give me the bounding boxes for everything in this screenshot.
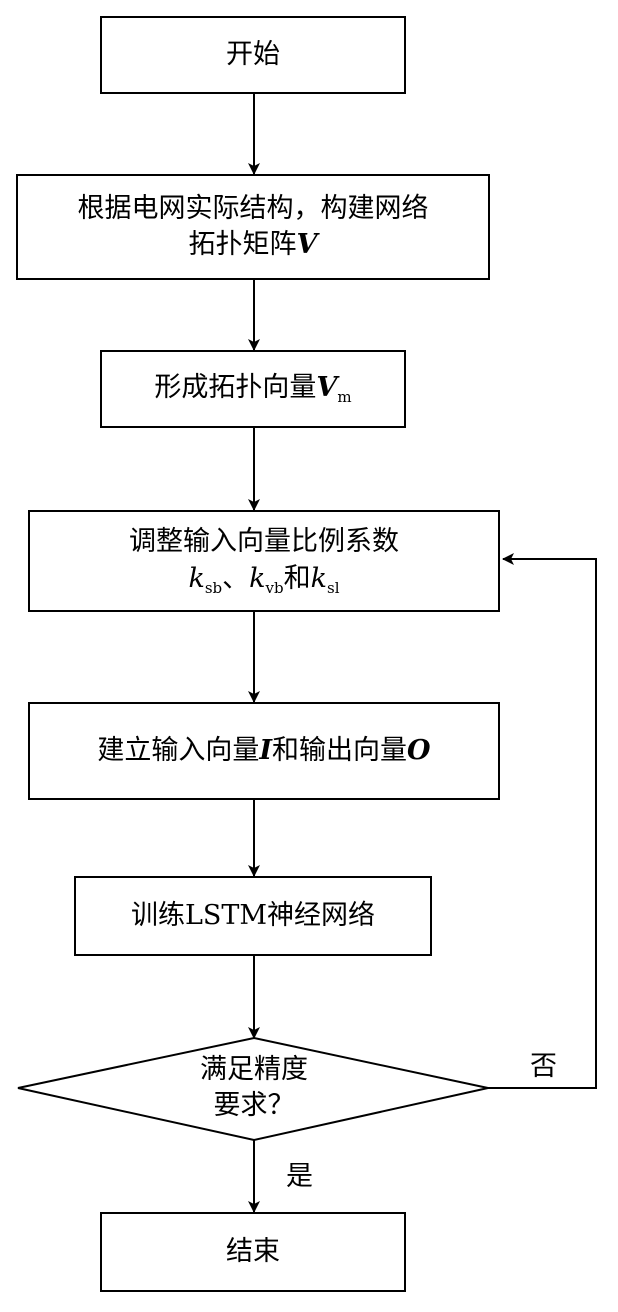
k-sb-symbol: k <box>188 562 205 594</box>
build-io-prefix: 建立输入向量 <box>97 734 260 766</box>
decision-line2: 要求？ <box>213 1090 295 1122</box>
adjust-separator: 、 <box>222 562 250 594</box>
k-sl-symbol: k <box>310 562 327 594</box>
decision-text: 满足精度 要求？ <box>154 1052 354 1125</box>
build-matrix-line1: 根据电网实际结构，构建网络 <box>77 192 429 224</box>
branch-yes-label: 是 <box>286 1161 313 1192</box>
train-label: 训练LSTM神经网络 <box>130 899 376 931</box>
form-vector-label: 形成拓扑向量Vm <box>154 370 351 407</box>
build-io-mid: 和输出向量 <box>272 734 408 766</box>
input-variable: I <box>259 734 273 766</box>
adjust-line1: 调整输入向量比例系数 <box>129 526 399 558</box>
build-io-box: 建立输入向量I和输出向量O <box>28 702 500 800</box>
form-vector-text: 形成拓扑向量 <box>154 372 317 404</box>
start-label: 开始 <box>226 38 280 70</box>
adjust-and: 和 <box>283 562 311 594</box>
matrix-variable: V <box>296 229 318 260</box>
adjust-coefficients-box: 调整输入向量比例系数 ksb、kvb和ksl <box>28 510 500 612</box>
k-vb-subscript: vb <box>265 578 284 597</box>
vector-subscript: m <box>337 388 352 407</box>
k-vb-symbol: k <box>249 562 266 594</box>
build-io-label: 建立输入向量I和输出向量O <box>97 733 430 769</box>
k-sl-subscript: sl <box>327 578 340 597</box>
output-variable: O <box>407 734 431 766</box>
train-box: 训练LSTM神经网络 <box>74 876 432 956</box>
adjust-line2: ksb、kvb和ksl <box>129 561 399 598</box>
branch-no-label: 否 <box>530 1051 557 1082</box>
arrow-loop-back <box>488 553 597 1089</box>
form-vector-box: 形成拓扑向量Vm <box>100 350 406 428</box>
decision-line1: 满足精度 <box>200 1054 308 1085</box>
vector-variable: V <box>316 372 338 404</box>
build-matrix-line2-text: 拓扑矩阵 <box>188 229 297 260</box>
end-box: 结束 <box>100 1212 406 1292</box>
decision-diamond <box>17 1036 489 1142</box>
start-box: 开始 <box>100 16 406 94</box>
end-label: 结束 <box>226 1235 280 1267</box>
build-matrix-box: 根据电网实际结构，构建网络 拓扑矩阵V <box>16 174 490 280</box>
build-matrix-line2: 拓扑矩阵V <box>78 227 429 263</box>
k-sb-subscript: sb <box>204 578 223 597</box>
